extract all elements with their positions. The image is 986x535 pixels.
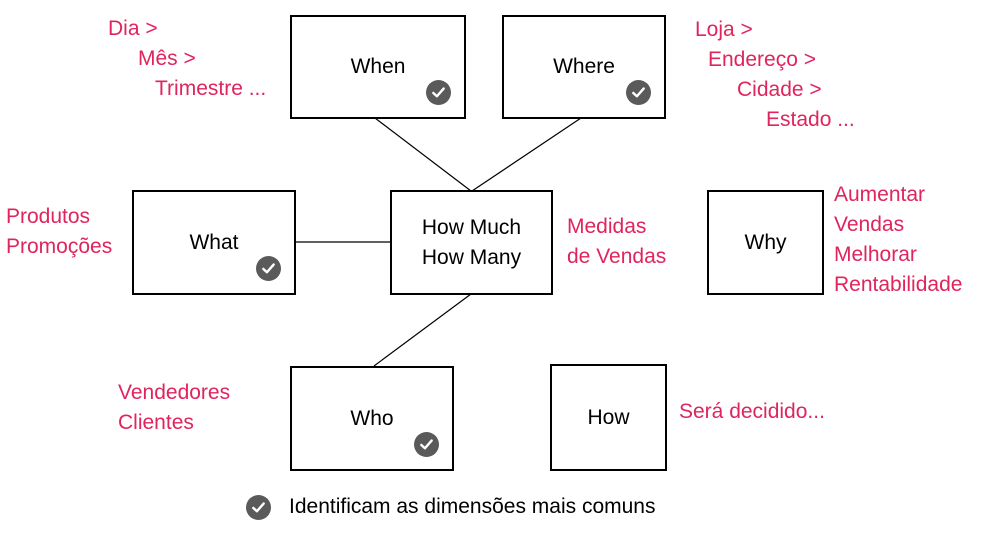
note-how-much: Medidas de Vendas: [567, 212, 666, 272]
note-who-line: Clientes: [118, 411, 194, 434]
note-what-line: Promoções: [6, 235, 113, 258]
note-where-hierarchy: Loja > Endereço > Cidade > Estado ...: [695, 15, 855, 135]
box-how-label: How: [587, 405, 630, 429]
note-why: Aumentar Vendas Melhorar Rentabilidade: [834, 180, 962, 300]
note-who: Vendedores Clientes: [118, 378, 230, 438]
note-where-line: Estado ...: [766, 108, 855, 131]
note-why-line: Rentabilidade: [834, 273, 963, 296]
note-why-line: Vendas: [834, 213, 905, 236]
note-what: Produtos Promoções: [6, 202, 112, 262]
note-what-line: Produtos: [6, 205, 91, 228]
box-how: How: [550, 364, 667, 471]
note-when-hierarchy: Dia > Mês > Trimestre ...: [108, 14, 266, 104]
connector-when: [374, 117, 472, 192]
box-how-much: How Much How Many: [390, 190, 553, 295]
box-how-much-line1: How Much: [421, 215, 522, 239]
connector-who: [373, 293, 472, 367]
box-who-label: Who: [350, 406, 394, 430]
check-circle-icon: [414, 432, 439, 457]
note-when-line: Mês >: [138, 47, 196, 70]
box-what: What: [132, 190, 296, 295]
note-when-line: Trimestre ...: [155, 77, 267, 100]
note-where-line: Loja >: [695, 18, 753, 41]
box-who: Who: [290, 366, 454, 471]
check-circle-icon: [626, 80, 651, 105]
box-when: When: [290, 15, 466, 119]
note-why-line: Melhorar: [834, 243, 917, 266]
connector-where: [471, 117, 582, 192]
box-where: Where: [502, 15, 666, 119]
note-where-line: Cidade >: [737, 78, 822, 101]
note-how-much-line: Medidas: [567, 215, 647, 238]
check-circle-icon: [426, 80, 451, 105]
box-why: Why: [707, 190, 824, 295]
note-how-line: Será decidido...: [679, 400, 825, 423]
note-how: Será decidido...: [679, 397, 825, 427]
note-where-line: Endereço >: [708, 48, 816, 71]
box-what-label: What: [189, 230, 239, 254]
check-circle-icon: [246, 494, 271, 520]
box-how-much-line2: How Many: [421, 245, 522, 269]
note-how-much-line: de Vendas: [567, 245, 667, 268]
box-why-label: Why: [744, 230, 787, 254]
box-when-label: When: [350, 55, 406, 78]
note-when-line: Dia >: [108, 17, 158, 40]
note-why-line: Aumentar: [834, 183, 926, 206]
check-circle-icon: [256, 256, 281, 281]
note-who-line: Vendedores: [118, 381, 231, 404]
box-where-label: Where: [553, 55, 615, 78]
legend-text: Identificam as dimensões mais comuns: [289, 495, 656, 518]
legend: Identificam as dimensões mais comuns: [246, 494, 656, 520]
